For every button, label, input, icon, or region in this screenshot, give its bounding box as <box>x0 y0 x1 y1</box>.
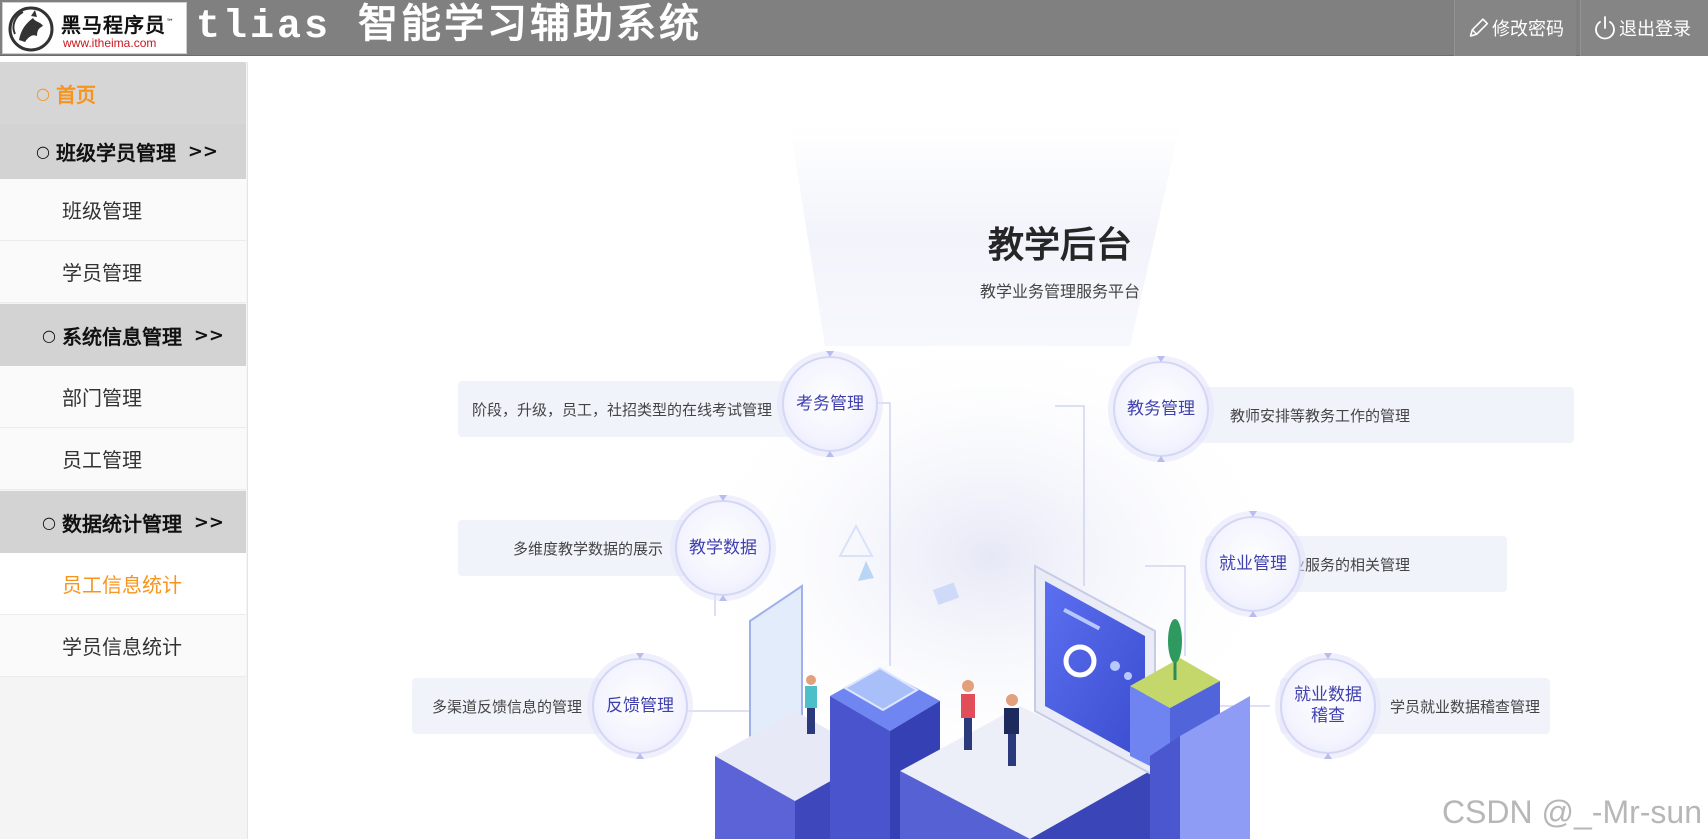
module-desc: 多维度教学数据的展示 <box>513 539 664 558</box>
change-password-button[interactable]: 修改密码 <box>1454 0 1576 56</box>
expand-arrow-icon: >> <box>187 141 218 162</box>
expand-arrow-icon: >> <box>193 511 224 533</box>
sidebar-item-label: 学员信息统计 <box>62 635 182 659</box>
power-icon <box>1595 16 1615 40</box>
logout-button[interactable]: 退出登录 <box>1580 0 1708 56</box>
sidebar-item-employee-manage[interactable]: 员工管理 <box>0 428 246 490</box>
bullet-icon: ○ <box>42 512 56 532</box>
module-desc: 就业服务的相关管理 <box>1275 555 1411 574</box>
bullet-icon: ○ <box>36 83 50 103</box>
module-name: 就业管理 <box>1219 553 1287 574</box>
module-name-line1: 就业数据 <box>1294 685 1362 705</box>
logo-brand-text: 黑马程序员™ <box>61 13 175 37</box>
sidebar-nav: ○ 首页 ○ 班级学员管理 >> 班级管理 学员管理 ○ 系统信息管理 >> 部… <box>0 62 248 839</box>
feedback-manage-module[interactable]: 反馈管理 <box>592 658 688 754</box>
logout-label: 退出登录 <box>1619 19 1691 40</box>
isometric-buildings <box>715 564 1250 839</box>
sidebar-group-system-info[interactable]: ○ 系统信息管理 >> <box>0 304 246 366</box>
module-desc: 多渠道反馈信息的管理 <box>432 697 583 716</box>
floating-decor <box>838 523 960 606</box>
sidebar-group-data-stats[interactable]: ○ 数据统计管理 >> <box>0 491 246 553</box>
sidebar-group-label: 系统信息管理 <box>61 324 182 349</box>
sidebar-group-label: 班级学员管理 <box>55 141 176 165</box>
logo-url-text: www.itheima.com <box>63 36 157 50</box>
app-title: tlias 智能学习辅助系统 <box>196 5 703 50</box>
sidebar-item-employee-stats[interactable]: 员工信息统计 <box>0 553 246 615</box>
sidebar-item-dept-manage[interactable]: 部门管理 <box>0 366 246 428</box>
expand-arrow-icon: >> <box>193 324 224 346</box>
sidebar-group-label: 数据统计管理 <box>61 511 182 536</box>
employment-audit-module[interactable]: 就业数据 稽查 <box>1280 658 1376 754</box>
sidebar-item-label: 班级管理 <box>62 199 142 223</box>
main-content: 教学后台 教学业务管理服务平台 阶段，升级，员工，社招类型的在线考试管理 考务管… <box>250 56 1708 839</box>
exam-manage-module[interactable]: 考务管理 <box>782 356 878 452</box>
module-name: 教务管理 <box>1127 398 1195 419</box>
module-desc: 教师安排等教务工作的管理 <box>1230 406 1411 425</box>
hero-title: 教学后台 <box>987 225 1132 266</box>
exam-manage-desc-card: 阶段，升级，员工，社招类型的在线考试管理 <box>458 381 848 437</box>
sidebar-item-home[interactable]: ○ 首页 <box>0 62 246 124</box>
light-beam <box>790 126 1180 346</box>
employment-manage-module[interactable]: 就业管理 <box>1205 516 1301 612</box>
sidebar-item-label: 员工信息统计 <box>62 573 182 597</box>
sidebar-item-label: 部门管理 <box>62 386 142 410</box>
top-header: 黑马程序员™ www.itheima.com tlias 智能学习辅助系统 修改… <box>0 0 1708 56</box>
module-name-line2: 稽查 <box>1311 706 1345 726</box>
sidebar-item-student-manage[interactable]: 学员管理 <box>0 241 246 303</box>
sidebar-item-label: 学员管理 <box>62 261 142 285</box>
itheima-logo: 黑马程序员™ www.itheima.com <box>2 2 187 54</box>
sidebar-item-label: 首页 <box>55 82 96 107</box>
academic-manage-module[interactable]: 教务管理 <box>1113 361 1209 457</box>
sidebar-item-label: 员工管理 <box>62 448 142 472</box>
teaching-data-module[interactable]: 教学数据 <box>675 500 771 596</box>
sidebar-group-class-student[interactable]: ○ 班级学员管理 >> <box>0 124 246 179</box>
module-name: 考务管理 <box>796 393 864 414</box>
hero-subtitle: 教学业务管理服务平台 <box>979 282 1140 301</box>
bullet-icon: ○ <box>42 325 56 345</box>
horse-logo-icon <box>8 6 54 52</box>
change-password-label: 修改密码 <box>1492 19 1564 40</box>
illustration-people <box>805 675 1019 766</box>
sidebar-item-class-manage[interactable]: 班级管理 <box>0 179 246 241</box>
module-name: 教学数据 <box>689 537 757 558</box>
sidebar-item-student-stats[interactable]: 学员信息统计 <box>0 615 246 677</box>
csdn-watermark: CSDN @_-Mr-sun <box>1441 794 1702 830</box>
module-desc: 学员就业数据稽查管理 <box>1390 697 1541 716</box>
module-name: 反馈管理 <box>606 695 674 716</box>
module-desc: 阶段，升级，员工，社招类型的在线考试管理 <box>472 400 773 419</box>
pencil-icon <box>1469 18 1489 37</box>
bullet-icon: ○ <box>36 142 50 161</box>
